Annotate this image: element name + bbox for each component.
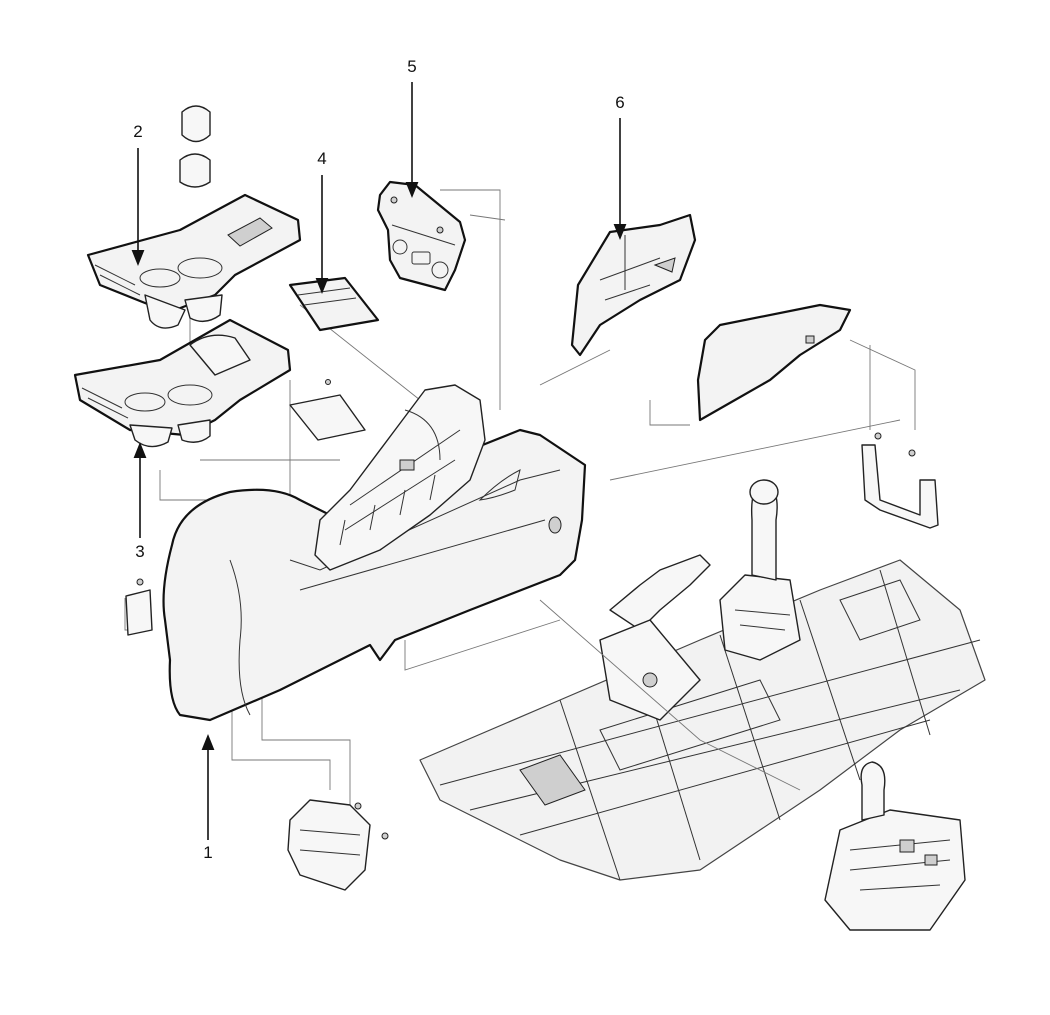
callout-4: 4 <box>317 149 326 168</box>
callout-3: 3 <box>135 542 144 561</box>
parking-brake-lever <box>599 554 711 721</box>
rear-mounting-bracket <box>861 432 939 529</box>
callout-5: 5 <box>407 57 416 76</box>
callout-6: 6 <box>615 93 624 112</box>
callout-labels: 1 2 3 4 5 6 <box>133 57 624 862</box>
part-3-console-lower-cover <box>73 318 292 448</box>
floor-pan <box>419 559 986 881</box>
manual-shifter-assembly <box>719 479 801 661</box>
part-1-floor-console <box>125 384 587 722</box>
callout-2: 2 <box>133 122 142 141</box>
part-4-cover-plate <box>288 276 380 332</box>
callout-arrows <box>131 82 627 840</box>
part-2-console-upper-cover <box>86 193 302 329</box>
shift-knob-parts <box>179 105 211 188</box>
console-clip-bracket <box>289 379 366 441</box>
part-6-side-panel <box>570 213 697 357</box>
automatic-shifter-assembly <box>824 761 966 931</box>
part-5-switch-panel <box>376 180 467 292</box>
front-mounting-bracket <box>287 799 389 891</box>
rear-side-panel <box>696 303 852 422</box>
callout-1: 1 <box>203 843 212 862</box>
